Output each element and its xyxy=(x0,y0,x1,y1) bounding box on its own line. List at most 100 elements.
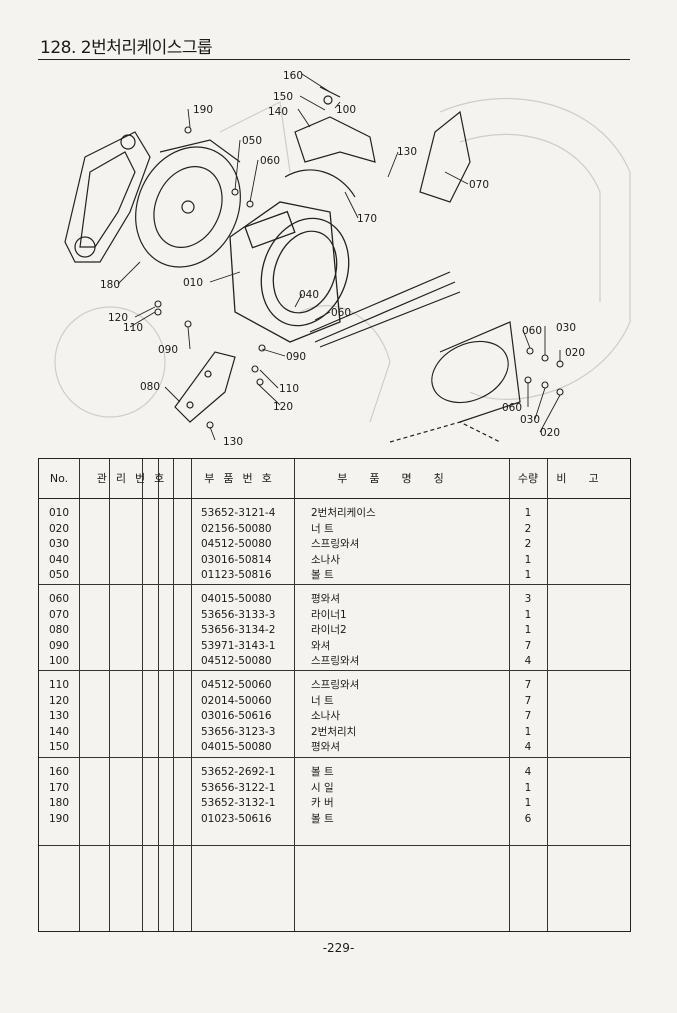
callout-030-right-top: 030 xyxy=(556,322,576,334)
title-rule xyxy=(38,59,630,60)
callout-190: 190 xyxy=(193,104,213,116)
callout-170: 170 xyxy=(357,213,377,225)
bracket-part xyxy=(174,351,236,423)
row-quantity: 1 xyxy=(524,608,532,621)
row-quantity: 4 xyxy=(524,655,532,668)
row-part-number: 04015-50080 xyxy=(201,593,272,605)
row-part-name: 평와셔 xyxy=(311,593,340,605)
row-part-number: 53652-3132-1 xyxy=(201,797,276,810)
row-part-number: 04512-50060 xyxy=(201,679,272,691)
row-part-number: 53971-3143-1 xyxy=(201,639,276,652)
callout-020-right-top: 020 xyxy=(565,347,585,359)
header-qty: 수량 xyxy=(517,472,539,485)
row-quantity: 1 xyxy=(524,553,532,566)
row-quantity: 2 xyxy=(524,538,532,551)
callout-leaders xyxy=(117,73,561,441)
callout-030-right-bottom: 030 xyxy=(520,414,540,426)
callout-140: 140 xyxy=(268,106,288,118)
row-part-name: 라이너1 xyxy=(311,608,347,621)
row-part-number: 03016-50616 xyxy=(201,710,272,723)
callout-110-left: 110 xyxy=(123,322,143,334)
callout-020-right-bottom: 020 xyxy=(540,427,560,439)
row-part-name: 너 트 xyxy=(311,522,334,535)
row-part-name: 스프링와셔 xyxy=(311,655,360,668)
callout-040: 040 xyxy=(299,289,319,301)
callout-160: 160 xyxy=(283,70,303,82)
row-part-name: 평와셔 xyxy=(311,741,340,754)
row-no: 140 xyxy=(49,725,70,738)
callout-080: 080 xyxy=(140,381,160,393)
row-part-number: 04015-50080 xyxy=(201,741,272,754)
row-no: 110 xyxy=(49,679,70,691)
main-case-part xyxy=(229,201,350,343)
row-quantity: 1 xyxy=(524,781,532,794)
row-quantity: 1 xyxy=(524,797,532,810)
row-no: 080 xyxy=(49,624,70,637)
exploded-parts-diagram: 160 150 140 100 190 050 060 130 070 170 … xyxy=(54,70,631,448)
shaft-and-pulley xyxy=(309,271,521,443)
row-part-name: 볼 트 xyxy=(311,569,334,582)
header-no: No. xyxy=(49,472,69,485)
row-part-name: 카 버 xyxy=(311,797,334,810)
row-part-number: 02156-50080 xyxy=(201,522,272,535)
hardware-parts xyxy=(154,126,564,429)
row-part-name: 시 일 xyxy=(311,781,334,794)
col-divider xyxy=(294,459,295,931)
row-no: 060 xyxy=(49,593,70,605)
callout-010: 010 xyxy=(183,277,203,289)
row-quantity: 1 xyxy=(524,725,532,738)
row-no: 120 xyxy=(49,694,70,707)
callout-120-left: 120 xyxy=(108,312,128,324)
row-part-number: 04512-50080 xyxy=(201,538,272,551)
group-rule xyxy=(39,670,630,671)
row-quantity: 7 xyxy=(524,639,532,652)
row-part-name: 볼 트 xyxy=(311,812,334,825)
callout-060-right-top: 060 xyxy=(522,325,542,337)
row-part-number: 53656-3133-3 xyxy=(201,608,276,621)
row-no: 190 xyxy=(49,812,70,825)
callout-060-right-bottom: 060 xyxy=(502,402,522,414)
col-divider xyxy=(109,459,110,931)
row-no: 150 xyxy=(49,741,70,754)
row-part-name: 라이너2 xyxy=(311,624,347,637)
row-quantity: 1 xyxy=(524,507,532,519)
page-title: 128. 2번처리케이스그룹 xyxy=(40,38,213,58)
col-divider xyxy=(509,459,510,931)
row-no: 020 xyxy=(49,522,70,535)
callout-060-top: 060 xyxy=(260,155,280,167)
row-quantity: 7 xyxy=(524,710,532,723)
side-cover-part xyxy=(64,131,151,263)
row-part-number: 53656-3123-3 xyxy=(201,725,276,738)
bleed-through-background xyxy=(54,97,631,423)
row-quantity: 7 xyxy=(524,694,532,707)
row-quantity: 4 xyxy=(524,766,532,778)
callout-110-mid: 110 xyxy=(279,383,299,395)
callout-labels: 160 150 140 100 190 050 060 130 070 170 … xyxy=(100,70,585,448)
callout-120-mid: 120 xyxy=(273,401,293,413)
col-divider xyxy=(79,459,80,931)
row-no: 030 xyxy=(49,538,70,551)
callout-060-mid: 060 xyxy=(331,307,351,319)
callout-090-mid: 090 xyxy=(286,351,306,363)
callout-150: 150 xyxy=(273,91,293,103)
group-rule xyxy=(39,757,630,758)
row-part-name: 너 트 xyxy=(311,694,334,707)
